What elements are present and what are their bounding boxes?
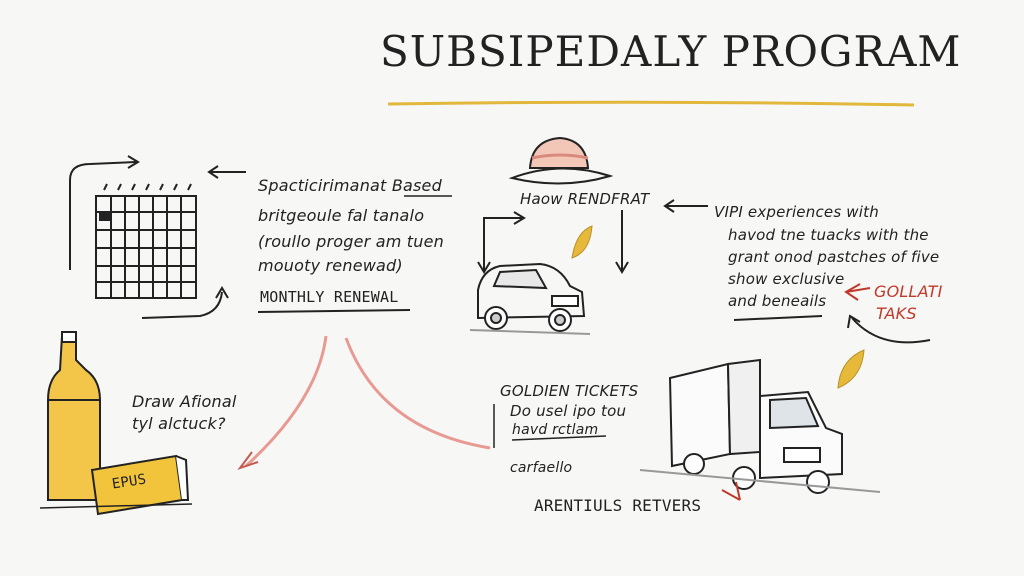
title-underline <box>387 100 915 107</box>
monthly-renewal-label: MONTHLY RENEWAL <box>260 288 399 306</box>
monthly-underline <box>257 309 411 313</box>
truck-icon <box>639 358 881 494</box>
calendar-note-text: Spacticirimanat <box>258 176 387 195</box>
calendar-note-line2: britgeoule fal tanalo <box>258 206 425 225</box>
vip-arrows <box>733 283 931 344</box>
bottle-note-line2: tyl alctuck? <box>132 414 226 433</box>
calendar-note-line4: mouoty renewad) <box>258 256 403 275</box>
golden-tag-line2: TAKS <box>876 304 917 323</box>
pink-flow-curves <box>237 335 491 470</box>
bottle-note-line1: Draw Afional <box>132 392 237 411</box>
leaf-icon-2 <box>837 349 865 389</box>
cycle-arrows <box>69 155 229 319</box>
vip-line3: grant onod pastches of five <box>728 248 940 266</box>
calendar-note-line1: Spacticirimanat Based <box>258 176 442 196</box>
car-label: Haow RENDFRAT <box>520 190 650 208</box>
car-icon <box>469 262 591 335</box>
golden-tag-line1: GOLLATI <box>874 282 943 301</box>
vip-line5: and beneails <box>728 292 827 310</box>
ground-line <box>39 503 193 509</box>
calendar-icon <box>95 183 197 299</box>
calendar-note-based: Based <box>391 176 442 195</box>
golden-tickets-line3: havd rctlam <box>512 422 599 438</box>
leaf-icon <box>571 225 593 259</box>
golden-tickets-line1: GOLDIEN TICKETS <box>500 382 639 400</box>
golden-tickets-line4: carfaello <box>510 460 573 476</box>
red-arrow <box>721 481 741 501</box>
vip-line2: havod tne tuacks with the <box>728 226 929 244</box>
golden-underline <box>511 435 607 441</box>
bottle-icon <box>47 331 101 501</box>
vip-line1: VIPI experiences with <box>714 203 879 221</box>
arrow-left-note <box>207 165 246 179</box>
vip-line4: show exclusive <box>728 270 845 288</box>
arentials-label: ARENTIULS RETVERS <box>534 496 702 515</box>
calendar-note-line3: (roullo proger am tuen <box>258 232 444 251</box>
golden-tickets-line2: Do usel ipo tou <box>510 402 627 420</box>
hat-icon <box>508 136 614 185</box>
car-arrows <box>477 199 708 274</box>
page-title: SUBSIPEDALY PROGRAM <box>380 27 962 76</box>
ticket-icon <box>90 454 190 516</box>
